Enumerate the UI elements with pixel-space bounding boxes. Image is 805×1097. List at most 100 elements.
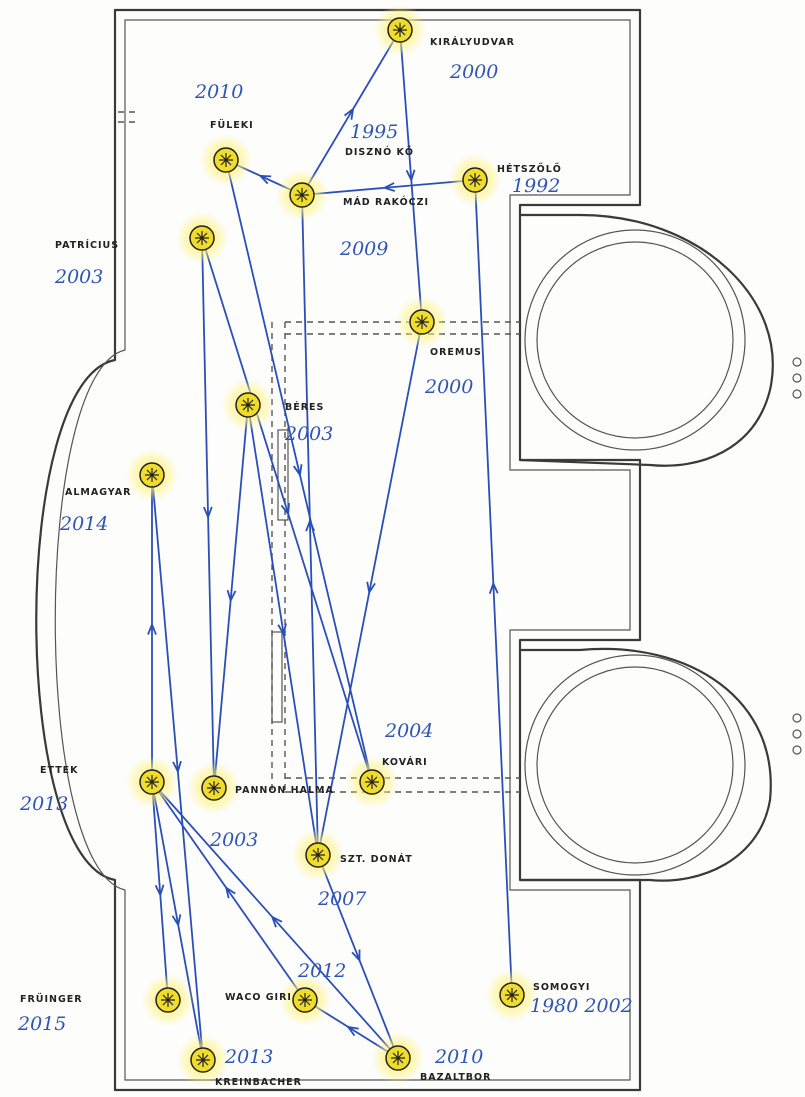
arrowhead-11 [172,760,182,774]
star-icon [196,1053,210,1067]
arrowhead-15 [224,885,236,899]
arrowhead-0 [343,106,355,120]
star-icon [505,988,519,1002]
route-arrow-szentdonat-to-mad [301,194,319,856]
arrowhead-6 [203,506,213,520]
label-kovari: KOVÁRI [382,756,428,768]
year-patricius: 2003 [54,266,103,288]
label-kiralyudvar: KIRÁLYUDVAR [430,36,515,48]
marker-kreinbacher[interactable] [177,1034,229,1086]
route-arrow-haraszthy-to-erzek [151,781,306,1001]
marker-pfaffl[interactable] [142,974,194,1026]
label-oremus: OREMUS [430,347,482,358]
label-beret: BÉRES [285,401,324,413]
route-arrow-mad-to-kiralyudvar [301,29,401,196]
star-icon [145,775,159,789]
label-fuleki: FÜLEKI [210,120,254,131]
marker-almagyar[interactable] [126,449,178,501]
route-arrow-oremus-to-szentdonat [317,321,423,856]
star-icon [295,188,309,202]
route-arrow-szentdonat-to-bazaltbor [317,854,399,1059]
label-bazaltbor: BAZALTBOR [420,1072,491,1083]
arrowhead-19 [171,914,182,928]
year-oremus: 2000 [424,376,473,398]
arrowhead-13 [154,884,165,898]
star-icon [391,1051,405,1065]
arrowhead-16 [346,1025,359,1037]
year-hetszolo: 1992 [512,175,560,197]
marker-beret[interactable] [222,379,274,431]
label-somogyi: SOMOGYI [533,982,590,993]
arrowhead-2 [382,182,396,192]
label-hetszolo: HÉTSZŐLŐ [497,163,562,175]
year-disznoko: 1995 [350,121,398,143]
star-icon [311,848,325,862]
arrowhead-9 [366,581,376,595]
arrowhead-5 [280,503,290,517]
year-beret: 2003 [284,423,333,445]
star-icon [207,781,221,795]
route-arrow-hetszolo-to-mad [301,179,476,196]
marker-pannonhalma[interactable] [188,762,240,814]
year-szentdonat: 2007 [317,888,367,910]
route-arrow-patricius-to-pannonhalma [201,237,215,789]
label-pfaffl: FRÜINGER [20,994,83,1005]
year-kovari: 2004 [384,720,433,742]
label-haraszthy: WACO GIRI [225,992,292,1003]
arrowhead-10 [305,518,315,532]
year-pannonhalma: 2003 [209,829,258,851]
arrowhead-12 [147,622,157,635]
route-arrow-beret-to-szentdonat [247,404,319,856]
year-bazaltbor: 2010 [434,1046,483,1068]
route-arrow-kiralyudvar-to-oremus [399,29,423,323]
marker-mad[interactable] [276,169,328,221]
star-icon [145,468,159,482]
route-arrow-erzek-to-kreinbacher [151,781,204,1061]
route-arrow-fuleki-to-kovari [225,159,373,783]
route-arrows [147,29,513,1061]
route-arrow-patricius-to-kovari [201,237,373,783]
year-kiralyudvar: 2000 [449,61,498,83]
label-pannonhalma: PANNON HALMA [235,785,334,796]
route-arrow-somogyi-to-hetszolo [474,179,513,996]
marker-oremus[interactable] [396,296,448,348]
label-almagyar: ALMAGYAR [65,487,131,498]
marker-erzek[interactable] [126,756,178,808]
arrowhead-17 [351,949,361,963]
marker-patricius[interactable] [176,212,228,264]
arrowhead-3 [258,174,272,185]
star-icon [365,775,379,789]
label-erzek: ETTEK [40,765,79,776]
marker-fuleki[interactable] [200,134,252,186]
star-icon [219,153,233,167]
marker-hetszolo[interactable] [449,154,501,206]
arrowhead-8 [226,589,237,603]
marker-szentdonat[interactable] [292,829,344,881]
marker-kovari[interactable] [346,756,398,808]
arrowhead-4 [292,464,303,478]
label-mad: MÁD RAKÓCZI [343,196,429,208]
arrowhead-1 [405,169,416,183]
year-pfaffl: 2015 [17,1013,66,1035]
marker-somogyi[interactable] [486,969,538,1021]
route-arrow-beret-to-pannonhalma [213,404,249,789]
route-arrow-erzek-to-pfaffl [151,781,169,1001]
year-almagyar: 2014 [59,513,108,535]
marker-kiralyudvar[interactable] [374,4,426,56]
year-haraszthy: 2012 [297,960,346,982]
star-icon [195,231,209,245]
building-walls [35,8,802,1092]
label-kreinbacher: KREINBACHER [215,1077,302,1088]
marker-bazaltbor[interactable] [372,1032,424,1084]
route-arrow-almagyar-to-kreinbacher [151,474,204,1061]
year-kreinbacher: 2013 [224,1046,273,1068]
label-disznoko: DISZNÓ KŐ [345,146,414,158]
star-icon [393,23,407,37]
year-erzek: 2013 [19,793,68,815]
year-mad: 2009 [339,238,388,260]
route-arrow-bazaltbor-to-erzek [151,781,399,1059]
marker-haraszthy[interactable] [279,974,331,1026]
label-patricius: PATRÍCIUS [55,239,119,251]
